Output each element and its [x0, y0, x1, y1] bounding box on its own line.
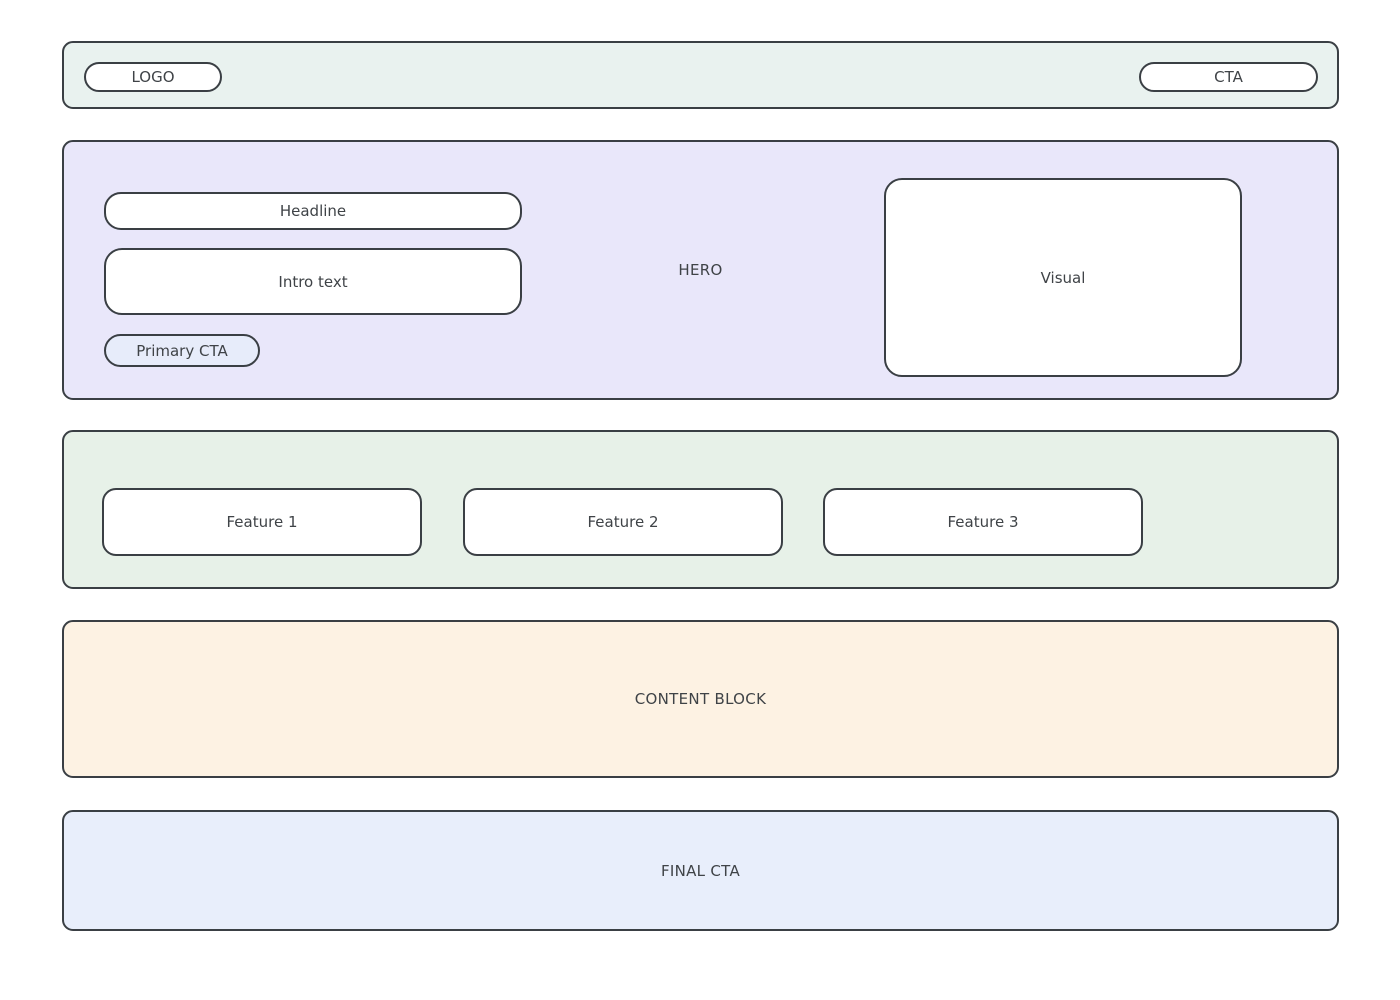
- feature-2-label: Feature 2: [587, 513, 659, 531]
- headline-placeholder: Headline: [104, 192, 522, 230]
- top-bar: LOGO CTA: [62, 41, 1339, 109]
- intro-text-label: Intro text: [278, 272, 348, 291]
- header-cta-button[interactable]: CTA: [1139, 62, 1318, 92]
- final-cta-section[interactable]: FINAL CTA: [62, 810, 1339, 931]
- features-section: Feature 1 Feature 2 Feature 3: [62, 430, 1339, 589]
- visual-label: Visual: [1040, 268, 1086, 287]
- content-block-section: CONTENT BLOCK: [62, 620, 1339, 778]
- content-block-label: CONTENT BLOCK: [634, 690, 767, 708]
- feature-card-1: Feature 1: [102, 488, 422, 556]
- logo-badge[interactable]: LOGO: [84, 62, 222, 92]
- intro-text-placeholder: Intro text: [104, 248, 522, 315]
- feature-card-3: Feature 3: [823, 488, 1143, 556]
- final-cta-label: FINAL CTA: [660, 861, 741, 880]
- feature-3-label: Feature 3: [947, 513, 1019, 531]
- feature-card-2: Feature 2: [463, 488, 783, 556]
- primary-cta-button[interactable]: Primary CTA: [104, 334, 260, 367]
- logo-label: LOGO: [131, 68, 175, 86]
- hero-visual-placeholder: Visual: [884, 178, 1242, 377]
- hero-section: Headline Intro text Primary CTA HERO Vis…: [62, 140, 1339, 400]
- headline-label: Headline: [279, 202, 347, 220]
- feature-1-label: Feature 1: [226, 513, 298, 531]
- hero-section-label: HERO: [678, 261, 723, 279]
